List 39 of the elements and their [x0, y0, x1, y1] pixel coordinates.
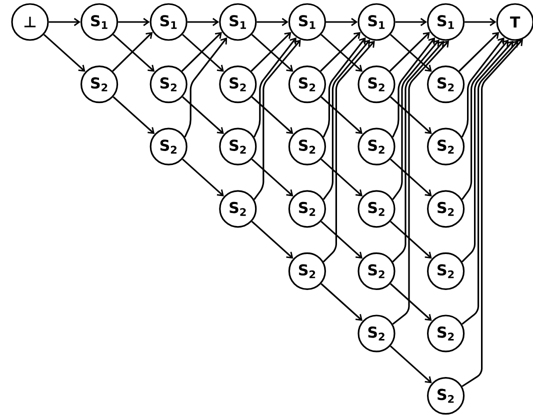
arrow — [253, 37, 296, 138]
arrow — [254, 40, 301, 200]
arrow — [182, 158, 224, 196]
arrow — [392, 40, 444, 262]
arrow — [464, 18, 496, 26]
arrow — [462, 40, 514, 262]
arrow — [320, 283, 363, 321]
arrow — [390, 158, 432, 196]
arrow — [48, 18, 80, 26]
arrow — [182, 96, 224, 134]
arrow — [461, 37, 504, 138]
arrow — [112, 96, 155, 134]
arrow — [462, 40, 518, 325]
arrow — [326, 18, 358, 26]
arrow — [251, 220, 294, 259]
arrow — [390, 96, 432, 134]
arrow — [395, 18, 427, 26]
arrow — [392, 40, 450, 325]
arrow — [320, 96, 363, 134]
arrow — [392, 37, 436, 138]
arrow — [43, 34, 86, 72]
arrow — [390, 345, 432, 384]
arrow — [462, 39, 524, 388]
arrow — [187, 18, 220, 26]
arrow — [322, 37, 366, 138]
arrow — [392, 40, 440, 200]
arrow — [390, 220, 432, 259]
arrow — [390, 283, 432, 321]
arrow — [322, 40, 375, 262]
arrow — [320, 220, 363, 259]
arrow — [320, 158, 363, 196]
arrow — [118, 18, 150, 26]
arrow — [251, 96, 294, 134]
arrow — [322, 40, 370, 200]
arrow — [256, 18, 288, 26]
arrow — [458, 32, 500, 72]
arrow — [184, 37, 228, 138]
arrow — [461, 40, 509, 200]
arrow — [251, 158, 294, 196]
